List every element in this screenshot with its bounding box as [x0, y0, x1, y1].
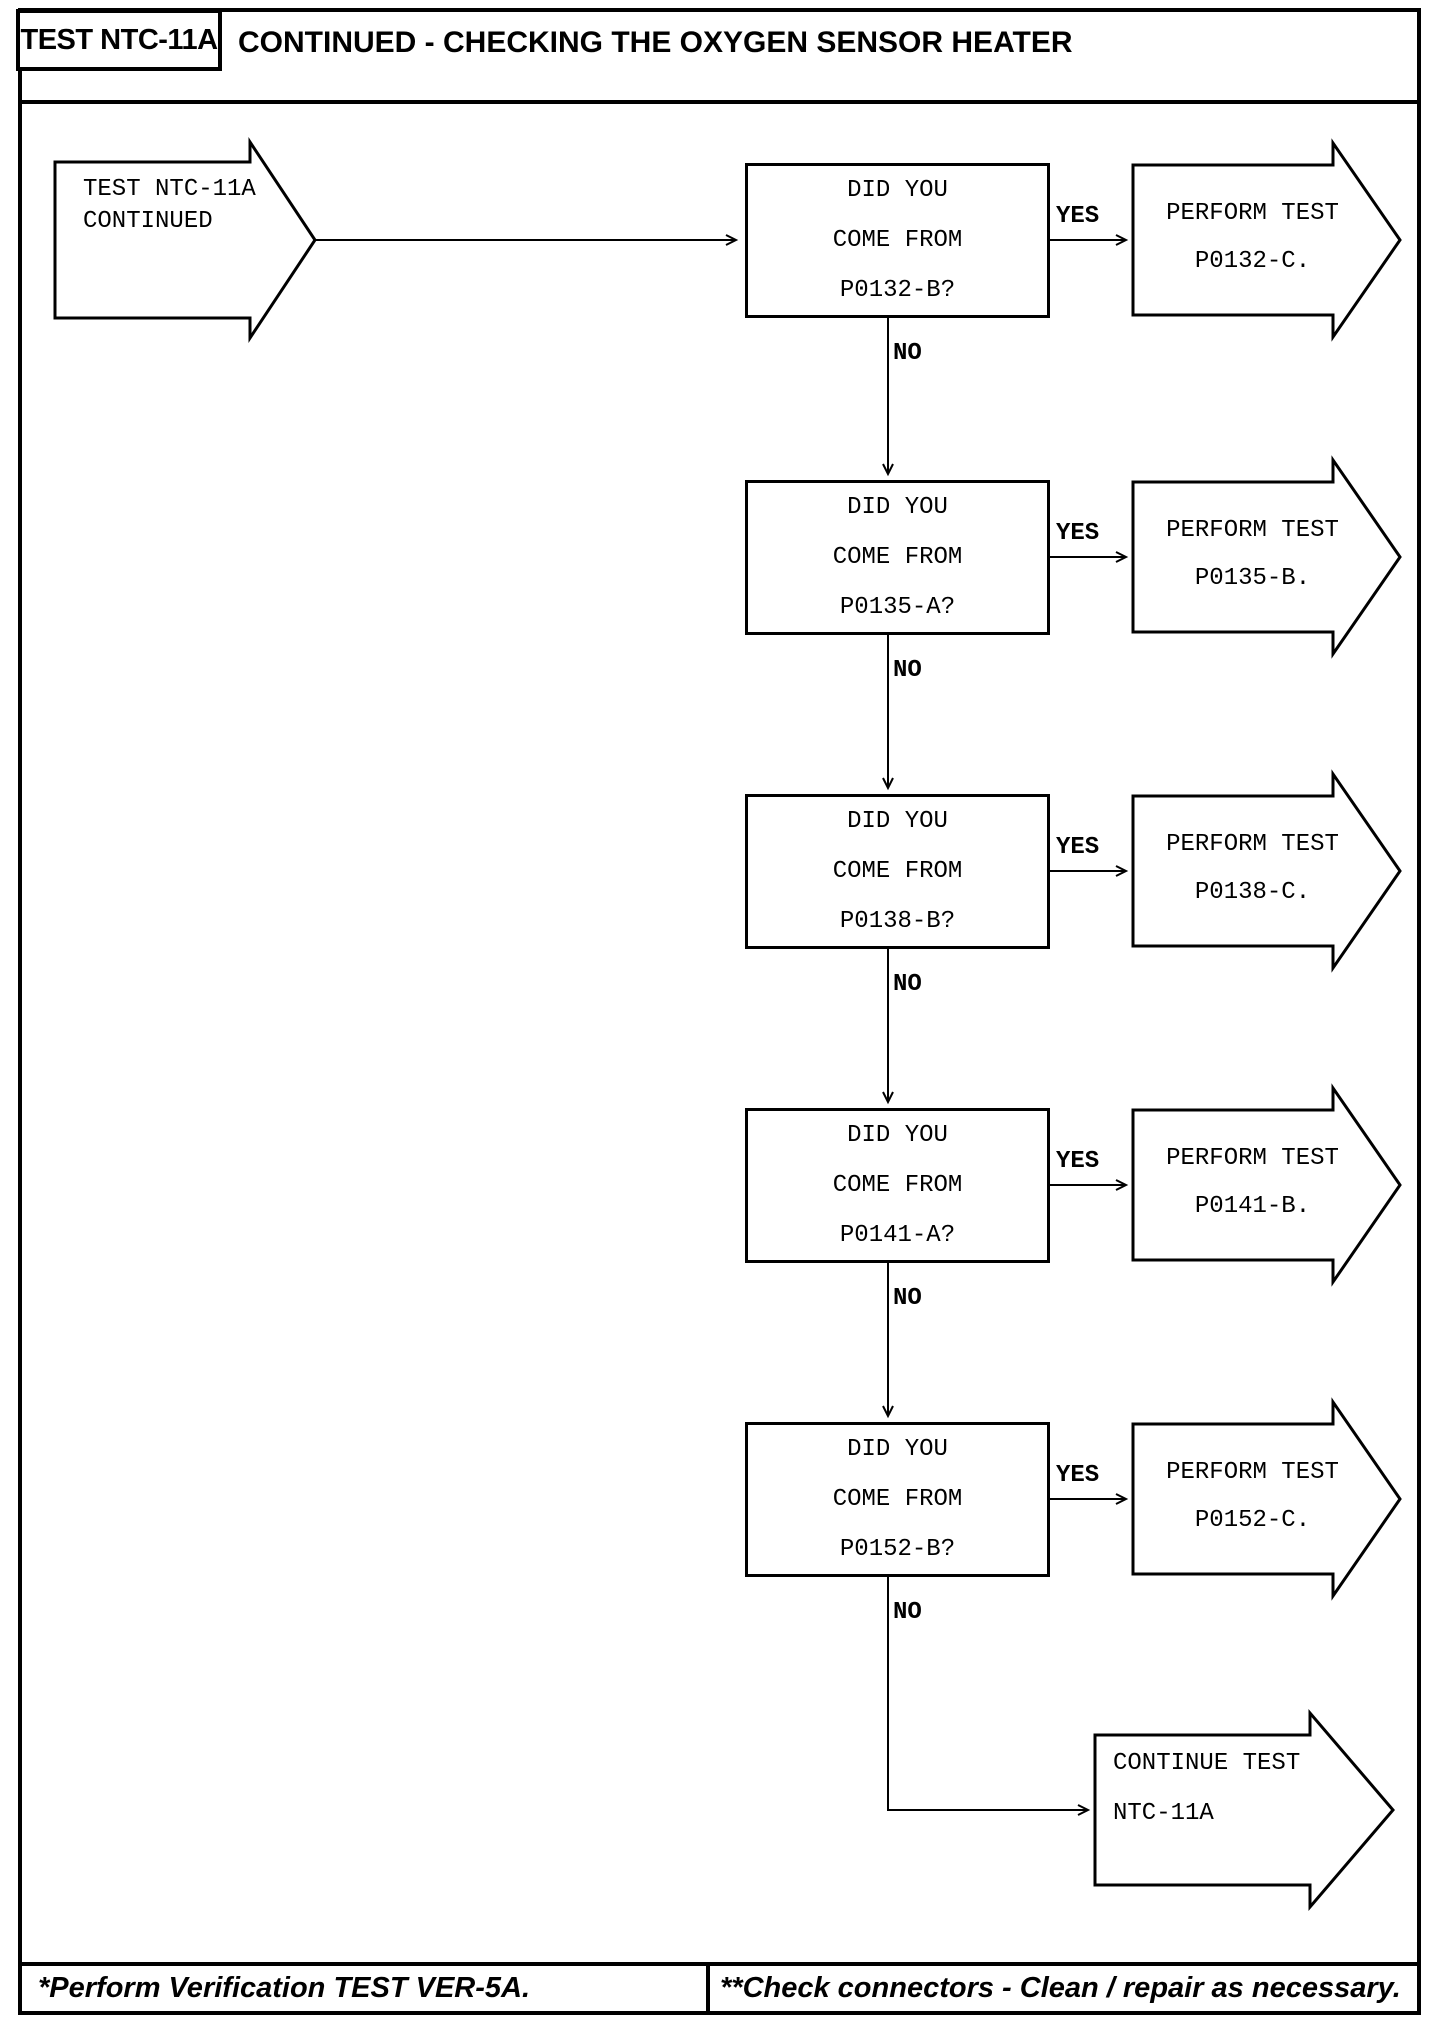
no-label-3: NO	[893, 971, 922, 998]
start-arrow-text: TEST NTC-11A CONTINUED	[83, 178, 256, 234]
start-line: CONTINUED	[83, 208, 213, 235]
decision-line: DID YOU	[847, 807, 948, 835]
perform-arrow-shape-4	[1131, 1083, 1402, 1287]
decision-box-2: DID YOU COME FROM P0135-A?	[745, 480, 1050, 635]
perform-line: P0138-C.	[1194, 879, 1311, 906]
perform-line: P0135-B.	[1194, 565, 1311, 592]
perform-arrow-shape-2	[1131, 455, 1402, 659]
footer-note-right: **Check connectors - Clean / repair as n…	[720, 1972, 1401, 2004]
perform-arrow-shape-5	[1131, 1397, 1402, 1601]
perform-arrow-text-2: PERFORM TEST P0135-B.	[1140, 519, 1365, 591]
test-label: TEST NTC-11A	[20, 23, 218, 56]
perform-arrow-text-4: PERFORM TEST P0141-B.	[1140, 1147, 1365, 1219]
page-border	[18, 8, 1421, 2015]
decision-line: COME FROM	[832, 1171, 963, 1199]
decision-line: DID YOU	[847, 176, 948, 204]
decision-line: COME FROM	[832, 1485, 963, 1513]
perform-arrow-text-1: PERFORM TEST P0132-C.	[1140, 202, 1365, 274]
continue-arrow-text: CONTINUE TEST NTC-11A	[1113, 1752, 1300, 1826]
perform-arrow-shape-3	[1131, 769, 1402, 973]
perform-arrow-shape-1	[1131, 138, 1402, 342]
footer-divider	[18, 1962, 1421, 1966]
decision-box-3: DID YOU COME FROM P0138-B?	[745, 794, 1050, 949]
perform-line: PERFORM TEST	[1166, 831, 1339, 858]
perform-line: PERFORM TEST	[1166, 1145, 1339, 1172]
yes-label-3: YES	[1056, 834, 1100, 861]
perform-line: P0141-B.	[1194, 1193, 1311, 1220]
decision-box-4: DID YOU COME FROM P0141-A?	[745, 1108, 1050, 1263]
continue-line: CONTINUE TEST	[1113, 1750, 1301, 1777]
start-line: TEST NTC-11A	[83, 176, 256, 203]
yes-label-5: YES	[1056, 1462, 1100, 1489]
decision-line: DID YOU	[847, 1121, 948, 1149]
yes-label-2: YES	[1056, 520, 1100, 547]
no-label-5: NO	[893, 1599, 922, 1626]
decision-line: P0152-B?	[839, 1535, 956, 1563]
decision-line: DID YOU	[847, 1435, 948, 1463]
decision-line: DID YOU	[847, 493, 948, 521]
start-arrow-shape	[53, 137, 317, 343]
decision-line: COME FROM	[832, 543, 963, 571]
perform-arrow-text-5: PERFORM TEST P0152-C.	[1140, 1461, 1365, 1533]
footer-cell-divider	[706, 1962, 710, 2015]
perform-line: PERFORM TEST	[1166, 517, 1339, 544]
decision-box-1: DID YOU COME FROM P0132-B?	[745, 163, 1050, 318]
header-divider	[18, 100, 1421, 104]
page-title: CONTINUED - CHECKING THE OXYGEN SENSOR H…	[238, 26, 1073, 59]
decision-line: P0138-B?	[839, 907, 956, 935]
decision-line: COME FROM	[832, 857, 963, 885]
yes-label-4: YES	[1056, 1148, 1100, 1175]
continue-arrow-shape	[1093, 1708, 1395, 1912]
no-label-2: NO	[893, 657, 922, 684]
perform-line: PERFORM TEST	[1166, 1459, 1339, 1486]
perform-line: P0132-C.	[1194, 248, 1311, 275]
decision-line: COME FROM	[832, 226, 963, 254]
perform-line: P0152-C.	[1194, 1507, 1311, 1534]
decision-line: P0141-A?	[839, 1221, 956, 1249]
no-label-4: NO	[893, 1285, 922, 1312]
footer-note-left: *Perform Verification TEST VER-5A.	[38, 1972, 531, 2004]
continue-line: NTC-11A	[1113, 1800, 1214, 1827]
yes-label-1: YES	[1056, 203, 1100, 230]
decision-line: P0132-B?	[839, 276, 956, 304]
no-label-1: NO	[893, 340, 922, 367]
perform-arrow-text-3: PERFORM TEST P0138-C.	[1140, 833, 1365, 905]
no-connector-5	[887, 1577, 1091, 1816]
decision-line: P0135-A?	[839, 593, 956, 621]
decision-box-5: DID YOU COME FROM P0152-B?	[745, 1422, 1050, 1577]
test-label-box: TEST NTC-11A	[16, 9, 222, 71]
perform-line: PERFORM TEST	[1166, 200, 1339, 227]
